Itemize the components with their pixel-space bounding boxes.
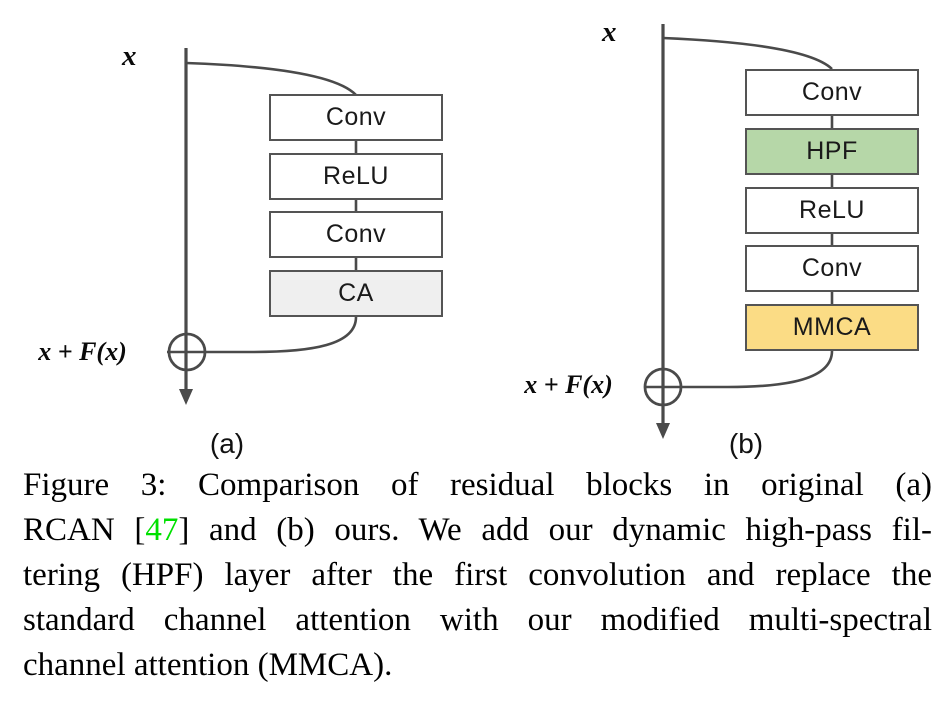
block-label: Conv bbox=[801, 254, 863, 282]
block-label: Conv bbox=[325, 220, 387, 248]
figure-caption: Figure 3: Comparison of residual blocks … bbox=[23, 463, 932, 688]
block-relu-a: ReLU bbox=[269, 153, 443, 200]
caption-line-5: channel attention (MMCA). bbox=[23, 647, 393, 683]
block-mmca-b: MMCA bbox=[745, 304, 919, 351]
arrowhead-b bbox=[656, 423, 670, 439]
block-conv1-b: Conv bbox=[745, 69, 919, 116]
caption-line-4: standard channel attention with our modi… bbox=[23, 602, 932, 638]
block-label: ReLU bbox=[799, 196, 865, 224]
output-label-b: x + F(x) bbox=[524, 370, 613, 399]
block-conv2-b: Conv bbox=[745, 245, 919, 292]
block-label: MMCA bbox=[792, 313, 872, 341]
arrowhead-a bbox=[179, 389, 193, 405]
sum-junction-a bbox=[167, 332, 207, 372]
sum-junction-b bbox=[643, 367, 683, 407]
subfigure-label-a: (a) bbox=[209, 428, 245, 459]
block-label: ReLU bbox=[323, 162, 389, 190]
caption-line-2: RCAN [47] and (b) ours. We add our dynam… bbox=[23, 508, 932, 553]
block-conv2-a: Conv bbox=[269, 211, 443, 258]
citation-47[interactable]: 47 bbox=[145, 512, 179, 548]
block-hpf-b: HPF bbox=[745, 128, 919, 175]
block-ca-a: CA bbox=[269, 270, 443, 317]
block-label: Conv bbox=[325, 103, 387, 131]
caption-line-3: tering (HPF) layer after the first convo… bbox=[23, 557, 932, 593]
block-label: HPF bbox=[806, 137, 858, 165]
block-conv1-a: Conv bbox=[269, 94, 443, 141]
block-label: CA bbox=[338, 279, 374, 307]
block-relu-b: ReLU bbox=[745, 187, 919, 234]
subfigure-label-b: (b) bbox=[728, 428, 764, 459]
input-label-b: x bbox=[602, 16, 617, 48]
caption-line-2-pre: RCAN [ bbox=[23, 512, 146, 548]
block-label: Conv bbox=[801, 78, 863, 106]
caption-line-2-post: ] and (b) ours. We add our dynamic high-… bbox=[178, 512, 932, 548]
input-label-a: x bbox=[122, 40, 137, 72]
output-label-a: x + F(x) bbox=[38, 337, 127, 366]
caption-line-1: Figure 3: Comparison of residual blocks … bbox=[23, 467, 932, 503]
